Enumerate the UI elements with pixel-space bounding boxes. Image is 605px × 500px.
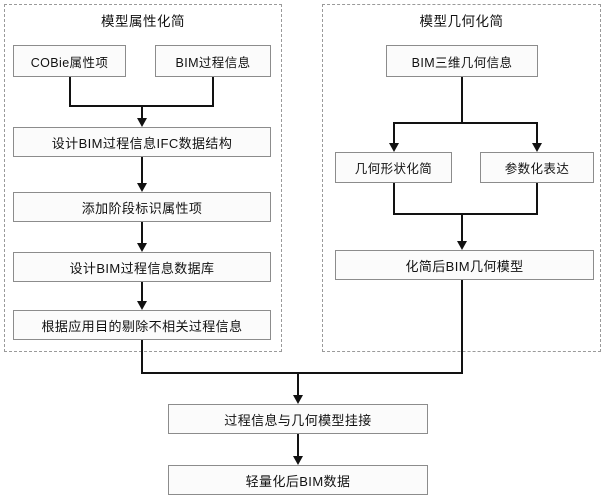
connector-link-to-lightweight [297, 434, 299, 456]
node-geometry-shape-simplification[interactable]: 几何形状化简 [335, 152, 452, 183]
arrowhead-to-process-db [137, 243, 147, 252]
arrowhead-to-lightweight-bim-data [293, 456, 303, 465]
node-bim-3d-geometry-info[interactable]: BIM三维几何信息 [386, 45, 538, 77]
connector-split-left-branch [393, 122, 395, 143]
panel-right-title: 模型几何化简 [419, 14, 504, 29]
connector-cobie-down [69, 77, 71, 105]
arrowhead-to-param-expr [532, 143, 542, 152]
connector-stage-to-db [141, 222, 143, 243]
node-bim-process-info[interactable]: BIM过程信息 [155, 45, 271, 77]
arrowhead-to-link-process-geom [293, 395, 303, 404]
arrowhead-to-simplified-geom-model [457, 241, 467, 250]
node-add-stage-identifier-attribute[interactable]: 添加阶段标识属性项 [13, 192, 271, 222]
connector-ifc-to-stage [141, 157, 143, 183]
connector-3d-geom-down [461, 77, 463, 122]
arrowhead-to-stage-attr [137, 183, 147, 192]
node-parametric-expression[interactable]: 参数化表达 [480, 152, 594, 183]
node-link-process-and-geometry-model[interactable]: 过程信息与几何模型挂接 [168, 404, 428, 434]
arrowhead-to-shape-simplify [389, 143, 399, 152]
connector-merge-to-simplified-model [461, 213, 463, 241]
node-lightweight-bim-data[interactable]: 轻量化后BIM数据 [168, 465, 428, 495]
node-remove-irrelevant-process-info[interactable]: 根据应用目的剔除不相关过程信息 [13, 310, 271, 340]
node-cobie-attributes[interactable]: COBie属性项 [13, 45, 126, 77]
node-design-process-database[interactable]: 设计BIM过程信息数据库 [13, 252, 271, 282]
connector-bottom-merge-bar [141, 372, 463, 374]
connector-param-expr-down [536, 183, 538, 213]
connector-left-panel-outlet [141, 340, 143, 372]
connector-shape-simplify-down [393, 183, 395, 213]
connector-merge-bar-right [393, 213, 538, 215]
connector-bim-process-down [212, 77, 214, 105]
panel-model-attribute-simplification [4, 4, 282, 352]
connector-merge-to-link-node [297, 372, 299, 395]
connector-right-panel-outlet [461, 280, 463, 372]
node-design-ifc-data-structure[interactable]: 设计BIM过程信息IFC数据结构 [13, 127, 271, 157]
connector-db-to-strip [141, 282, 143, 301]
connector-split-right-branch [536, 122, 538, 143]
node-simplified-bim-geometry-model[interactable]: 化简后BIM几何模型 [335, 250, 594, 280]
panel-left-title: 模型属性化简 [101, 14, 185, 29]
arrowhead-to-ifc-struct [137, 118, 147, 127]
connector-split-bar-right [393, 122, 537, 124]
arrowhead-to-strip-irrelevant [137, 301, 147, 310]
connector-merge-to-ifc [141, 105, 143, 119]
